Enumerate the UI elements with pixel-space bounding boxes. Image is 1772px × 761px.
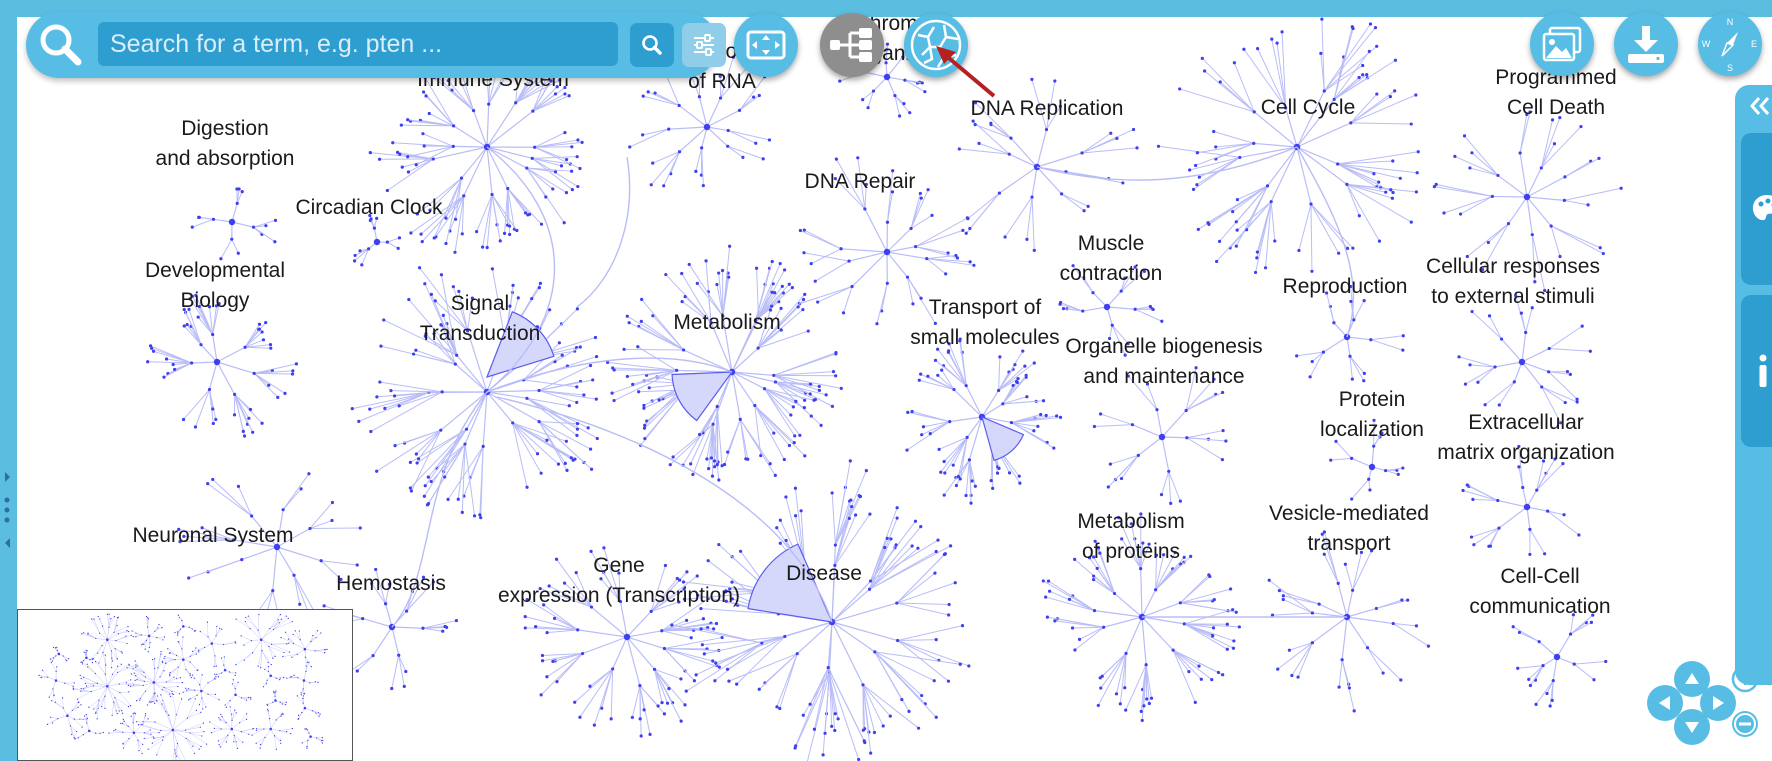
- pathway-overview-graph[interactable]: [17, 17, 1772, 761]
- search-input[interactable]: [98, 22, 618, 66]
- label-organelle-biogenesis[interactable]: Organelle biogenesis and maintenance: [1065, 335, 1263, 388]
- thumbnail-graph: [38, 613, 328, 760]
- download-button[interactable]: [1614, 12, 1678, 76]
- label-disease[interactable]: Disease: [786, 562, 862, 585]
- pan-up-button[interactable]: [1674, 661, 1710, 697]
- label-programmed-cell-death[interactable]: Programmed Cell Death: [1495, 66, 1617, 119]
- hierarchy-layout-button[interactable]: [820, 13, 884, 77]
- plus-circle-icon: [1731, 665, 1759, 693]
- search-button[interactable]: [630, 23, 674, 67]
- arrow-right-icon: [1713, 696, 1724, 710]
- svg-text:N: N: [1727, 17, 1734, 27]
- fit-to-screen-icon: [746, 30, 786, 60]
- search-bar: [26, 12, 726, 78]
- label-metabolism[interactable]: Metabolism: [673, 311, 781, 334]
- label-dna-replication[interactable]: DNA Replication: [970, 97, 1124, 120]
- compass-button[interactable]: N S W E: [1698, 12, 1762, 76]
- label-transport-of-small-molecules[interactable]: Transport of small molecules: [910, 296, 1060, 349]
- panel-resize-handle[interactable]: [2, 470, 12, 550]
- side-panel: [1735, 85, 1772, 685]
- annotation-arrow: [936, 46, 996, 98]
- tab-info[interactable]: [1741, 295, 1772, 447]
- filter-settings-button[interactable]: [682, 23, 726, 67]
- zoom-out-button[interactable]: [1730, 709, 1760, 739]
- export-image-button[interactable]: [1530, 12, 1594, 76]
- tab-design[interactable]: [1741, 133, 1772, 285]
- palette-icon: [1752, 195, 1772, 221]
- label-gene-expression[interactable]: Gene expression (Transcription): [498, 554, 740, 607]
- search-icon: [642, 35, 662, 55]
- label-cell-cycle[interactable]: Cell Cycle: [1260, 96, 1356, 119]
- zoom-in-button[interactable]: [1730, 664, 1760, 694]
- svg-text:S: S: [1727, 63, 1733, 73]
- label-vesicle-mediated-transport[interactable]: Vesicle-mediated transport: [1269, 502, 1429, 555]
- double-chevron-left-icon: [1750, 97, 1770, 115]
- svg-text:W: W: [1702, 39, 1711, 49]
- arrow-down-icon: [1685, 722, 1699, 733]
- svg-text:E: E: [1751, 39, 1757, 49]
- label-cell-cell-communication[interactable]: Cell-Cell communication: [1469, 565, 1611, 618]
- info-icon: [1759, 354, 1767, 387]
- label-muscle-contraction[interactable]: Muscle contraction: [1059, 232, 1163, 285]
- label-developmental-biology[interactable]: Developmental Biology: [144, 259, 286, 312]
- label-extracellular-matrix[interactable]: Extracellular matrix organization: [1437, 411, 1615, 464]
- download-icon: [1628, 26, 1664, 63]
- label-cellular-responses[interactable]: Cellular responses to external stimuli: [1426, 255, 1600, 308]
- compass-icon: N S W E: [1702, 17, 1757, 73]
- label-dna-repair[interactable]: DNA Repair: [804, 170, 916, 193]
- label-hemostasis[interactable]: Hemostasis: [336, 572, 446, 595]
- arrow-up-icon: [1685, 673, 1699, 684]
- voronoi-layout-button[interactable]: [904, 13, 968, 77]
- sliders-icon: [694, 34, 714, 56]
- minus-circle-icon: [1732, 711, 1758, 737]
- image-export-icon: [1542, 26, 1582, 62]
- hierarchy-layout-icon: [830, 28, 872, 62]
- label-signal-transduction[interactable]: Signal Transduction: [419, 292, 541, 345]
- label-metabolism-of-proteins[interactable]: Metabolism of proteins: [1077, 510, 1185, 563]
- fit-to-screen-button[interactable]: [734, 13, 798, 77]
- search-icon: [40, 24, 82, 66]
- overview-thumbnail[interactable]: [17, 609, 353, 761]
- label-circadian-clock[interactable]: Circadian Clock: [295, 196, 443, 219]
- collapse-panel-button[interactable]: [1743, 91, 1772, 121]
- label-neuronal-system[interactable]: Neuronal System: [132, 524, 294, 547]
- label-digestion-and-absorption[interactable]: Digestion and absorption: [155, 117, 295, 170]
- pan-down-button[interactable]: [1674, 709, 1710, 745]
- label-protein-localization[interactable]: Protein localization: [1320, 388, 1424, 441]
- label-reproduction[interactable]: Reproduction: [1282, 275, 1408, 298]
- arrow-left-icon: [1659, 696, 1670, 710]
